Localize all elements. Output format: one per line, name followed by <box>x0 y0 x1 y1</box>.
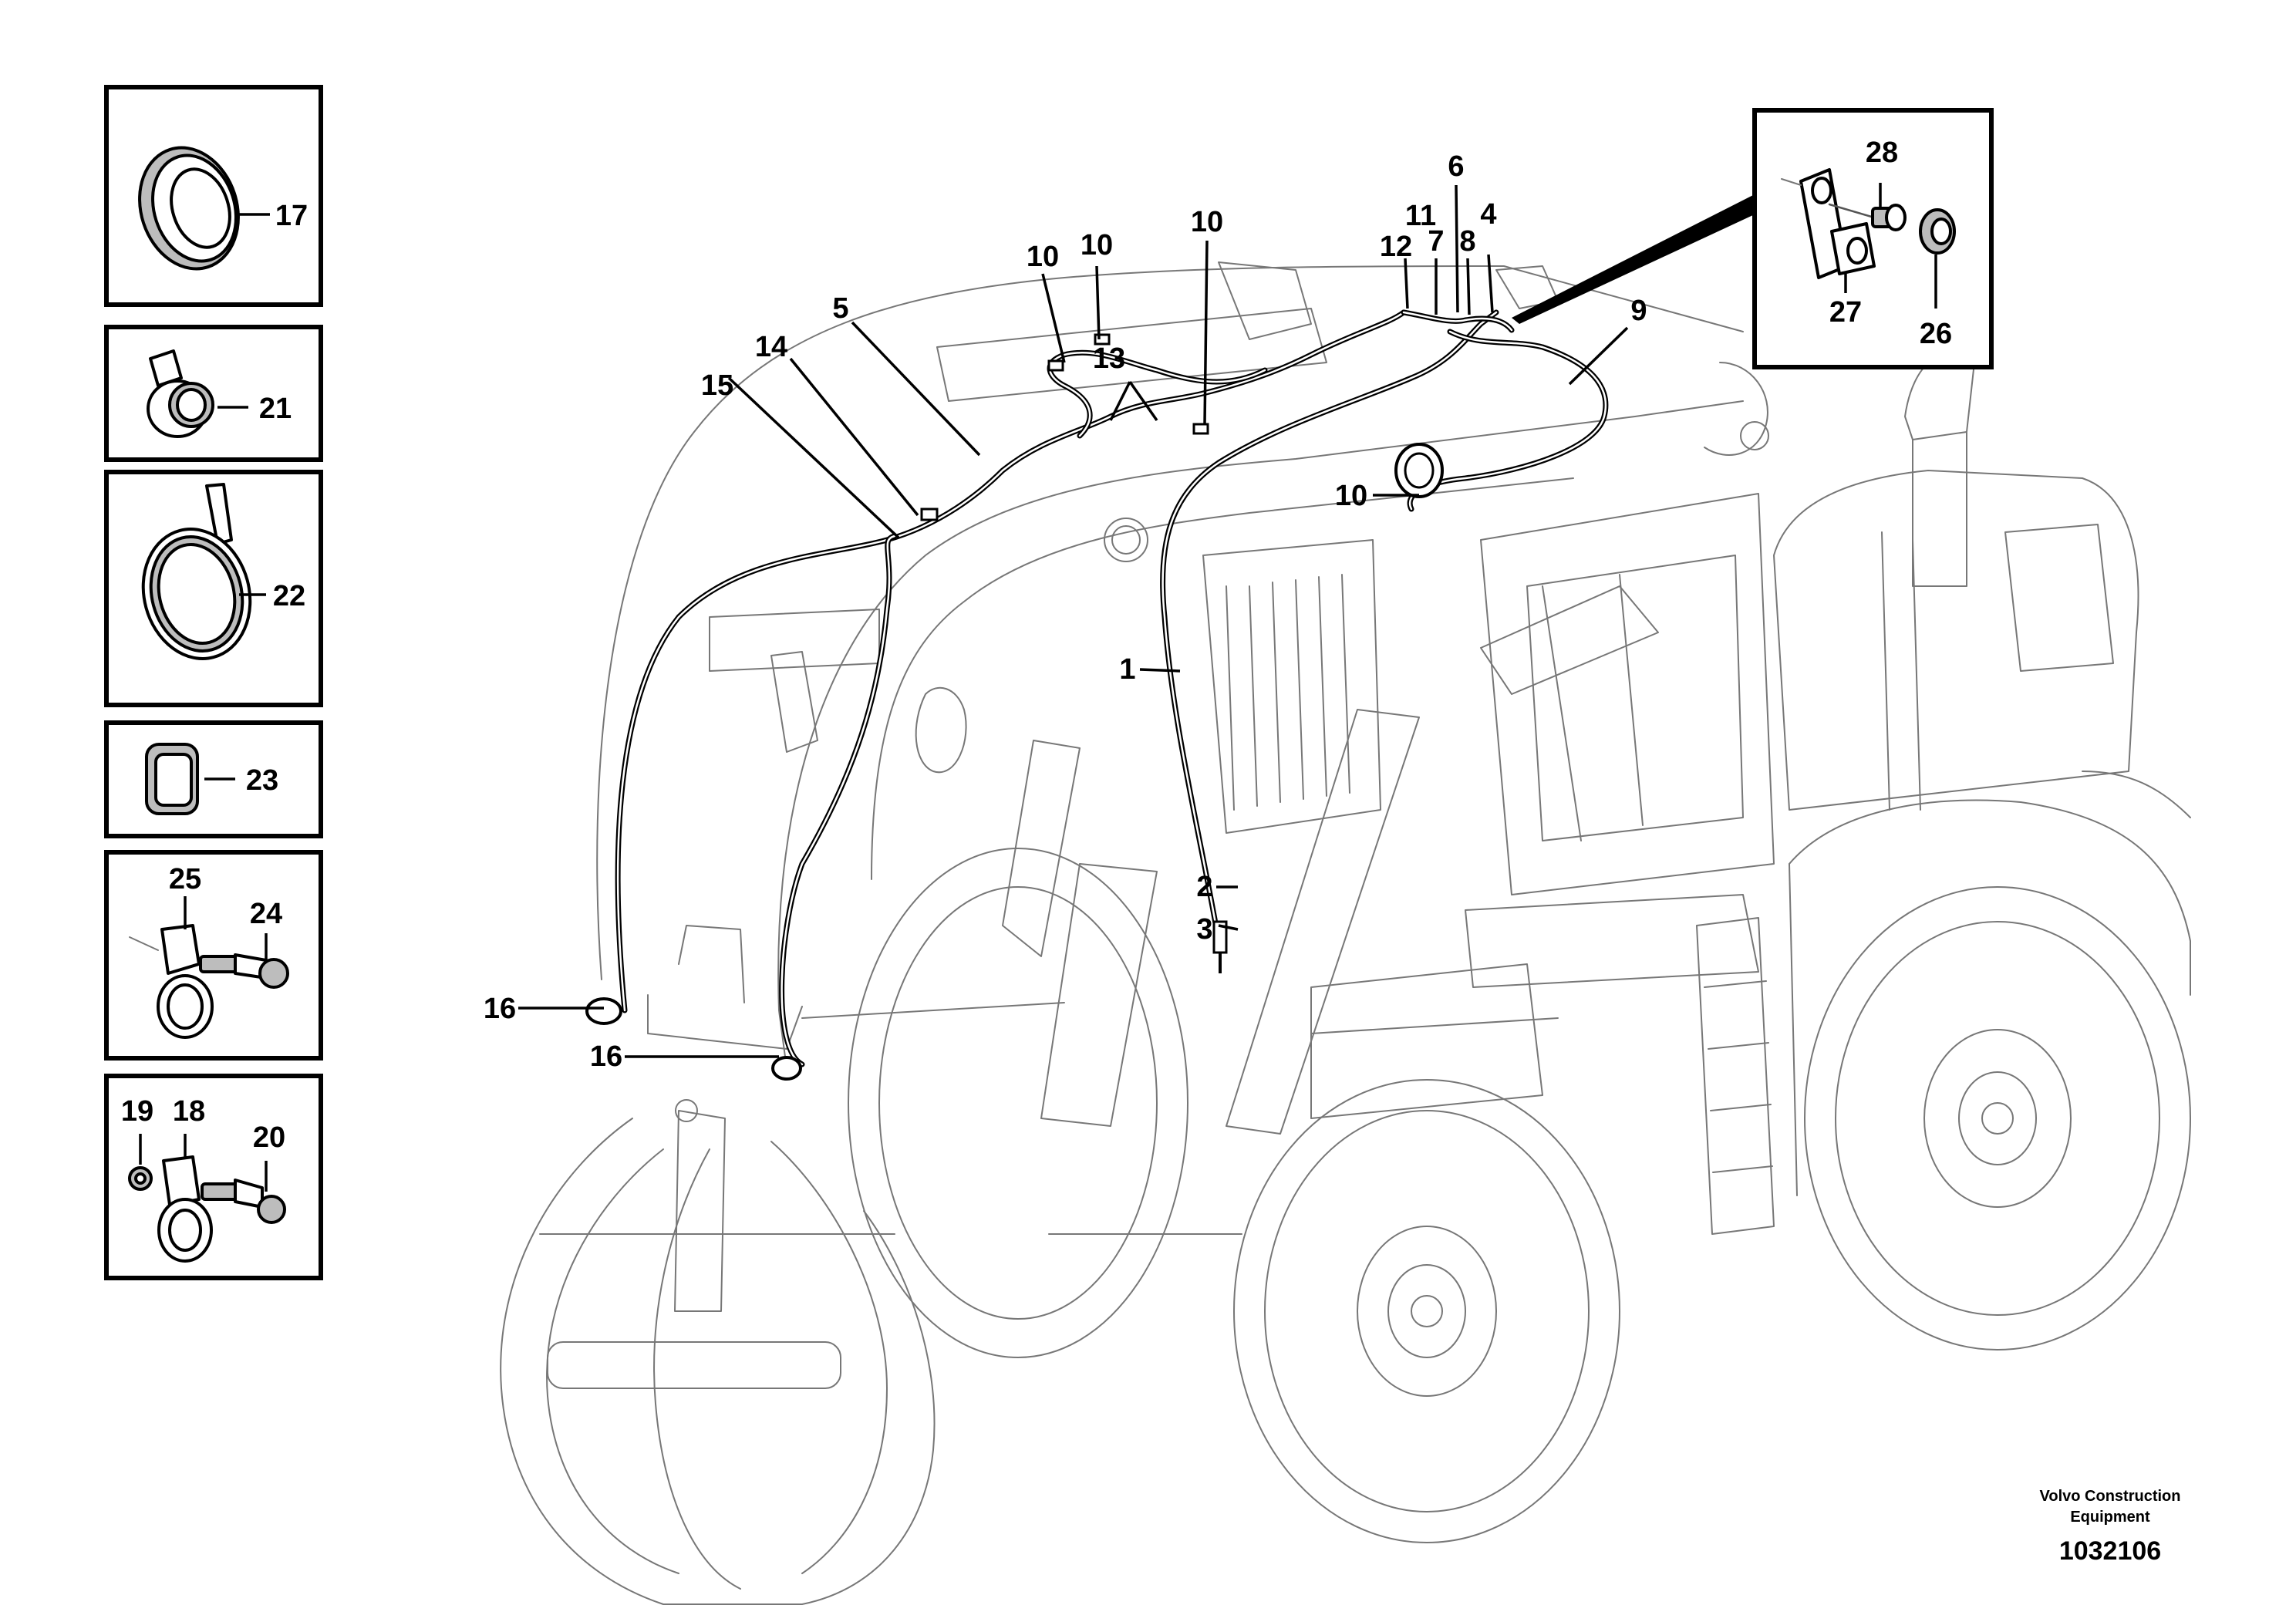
cable-tie-part <box>141 483 252 660</box>
callout-2: 2 <box>1196 871 1212 903</box>
clamp-part-25 <box>129 924 289 1039</box>
panel-clamp-18 <box>104 1074 323 1280</box>
callouts: 1 2 3 4 5 6 7 8 9 10 10 10 10 11 12 13 1… <box>121 137 1952 1154</box>
callout-20: 20 <box>253 1121 285 1154</box>
callout-28: 28 <box>1866 137 1898 169</box>
cab <box>1465 493 1775 988</box>
panel-clamp-25 <box>104 850 323 1061</box>
steps <box>1696 531 1921 1235</box>
clamp-part-18 <box>128 1155 286 1263</box>
bracket-part <box>1781 168 1956 279</box>
callout-17: 17 <box>275 200 308 232</box>
callout-7: 7 <box>1428 225 1444 258</box>
callout-3: 3 <box>1196 913 1212 946</box>
panel-grommet <box>104 85 323 307</box>
callout-19: 19 <box>121 1095 153 1128</box>
callout-26: 26 <box>1920 318 1952 350</box>
callout-22: 22 <box>273 580 305 612</box>
callout-27: 27 <box>1829 296 1862 329</box>
left-wheel <box>848 848 1188 1358</box>
callout-13: 13 <box>1093 342 1125 375</box>
panel-cap <box>104 720 323 838</box>
callout-10c: 10 <box>1191 206 1223 238</box>
panel-cable-tie <box>104 470 323 707</box>
callout-10a: 10 <box>1027 241 1059 273</box>
engine-hood <box>1773 352 2139 811</box>
callout-16b: 16 <box>590 1040 622 1073</box>
grommet-part <box>138 146 240 271</box>
callout-18: 18 <box>173 1095 205 1128</box>
callout-10b: 10 <box>1081 229 1113 261</box>
callout-24: 24 <box>250 898 282 930</box>
rear-wheel <box>1804 886 2191 1351</box>
callout-6: 6 <box>1448 150 1464 183</box>
callout-25: 25 <box>169 863 201 895</box>
cap-part <box>145 743 199 815</box>
callout-5: 5 <box>832 292 848 325</box>
leader-lines <box>518 184 1629 1058</box>
callout-16a: 16 <box>484 993 516 1025</box>
grapple <box>500 1099 936 1605</box>
clamp-part-21 <box>147 349 214 438</box>
callout-14: 14 <box>755 331 787 363</box>
callout-10d: 10 <box>1335 480 1367 512</box>
callout-1: 1 <box>1119 653 1135 686</box>
company-line-2: Equipment <box>2070 1509 2150 1526</box>
callout-9: 9 <box>1630 295 1647 327</box>
lift-cylinders <box>1002 709 1420 1135</box>
footer: Volvo Construction Equipment 1032106 <box>2040 1488 2181 1566</box>
harness <box>585 309 1609 1081</box>
machine-drawing <box>500 261 2191 1605</box>
callout-15: 15 <box>701 369 733 402</box>
panel-clamp-21 <box>104 325 323 462</box>
detail-inset <box>1512 108 1994 369</box>
callout-12: 12 <box>1380 231 1412 263</box>
front-wheel <box>1233 1079 1620 1543</box>
callout-21: 21 <box>259 393 292 425</box>
callout-4: 4 <box>1480 198 1496 231</box>
company-line-1: Volvo Construction <box>2040 1488 2181 1505</box>
callout-8: 8 <box>1459 225 1475 258</box>
engine-grille <box>1202 539 1381 834</box>
detail-panels <box>104 85 323 1280</box>
callout-11: 11 <box>1405 200 1436 232</box>
document-number: 1032106 <box>2059 1536 2161 1566</box>
callout-23: 23 <box>246 764 278 797</box>
